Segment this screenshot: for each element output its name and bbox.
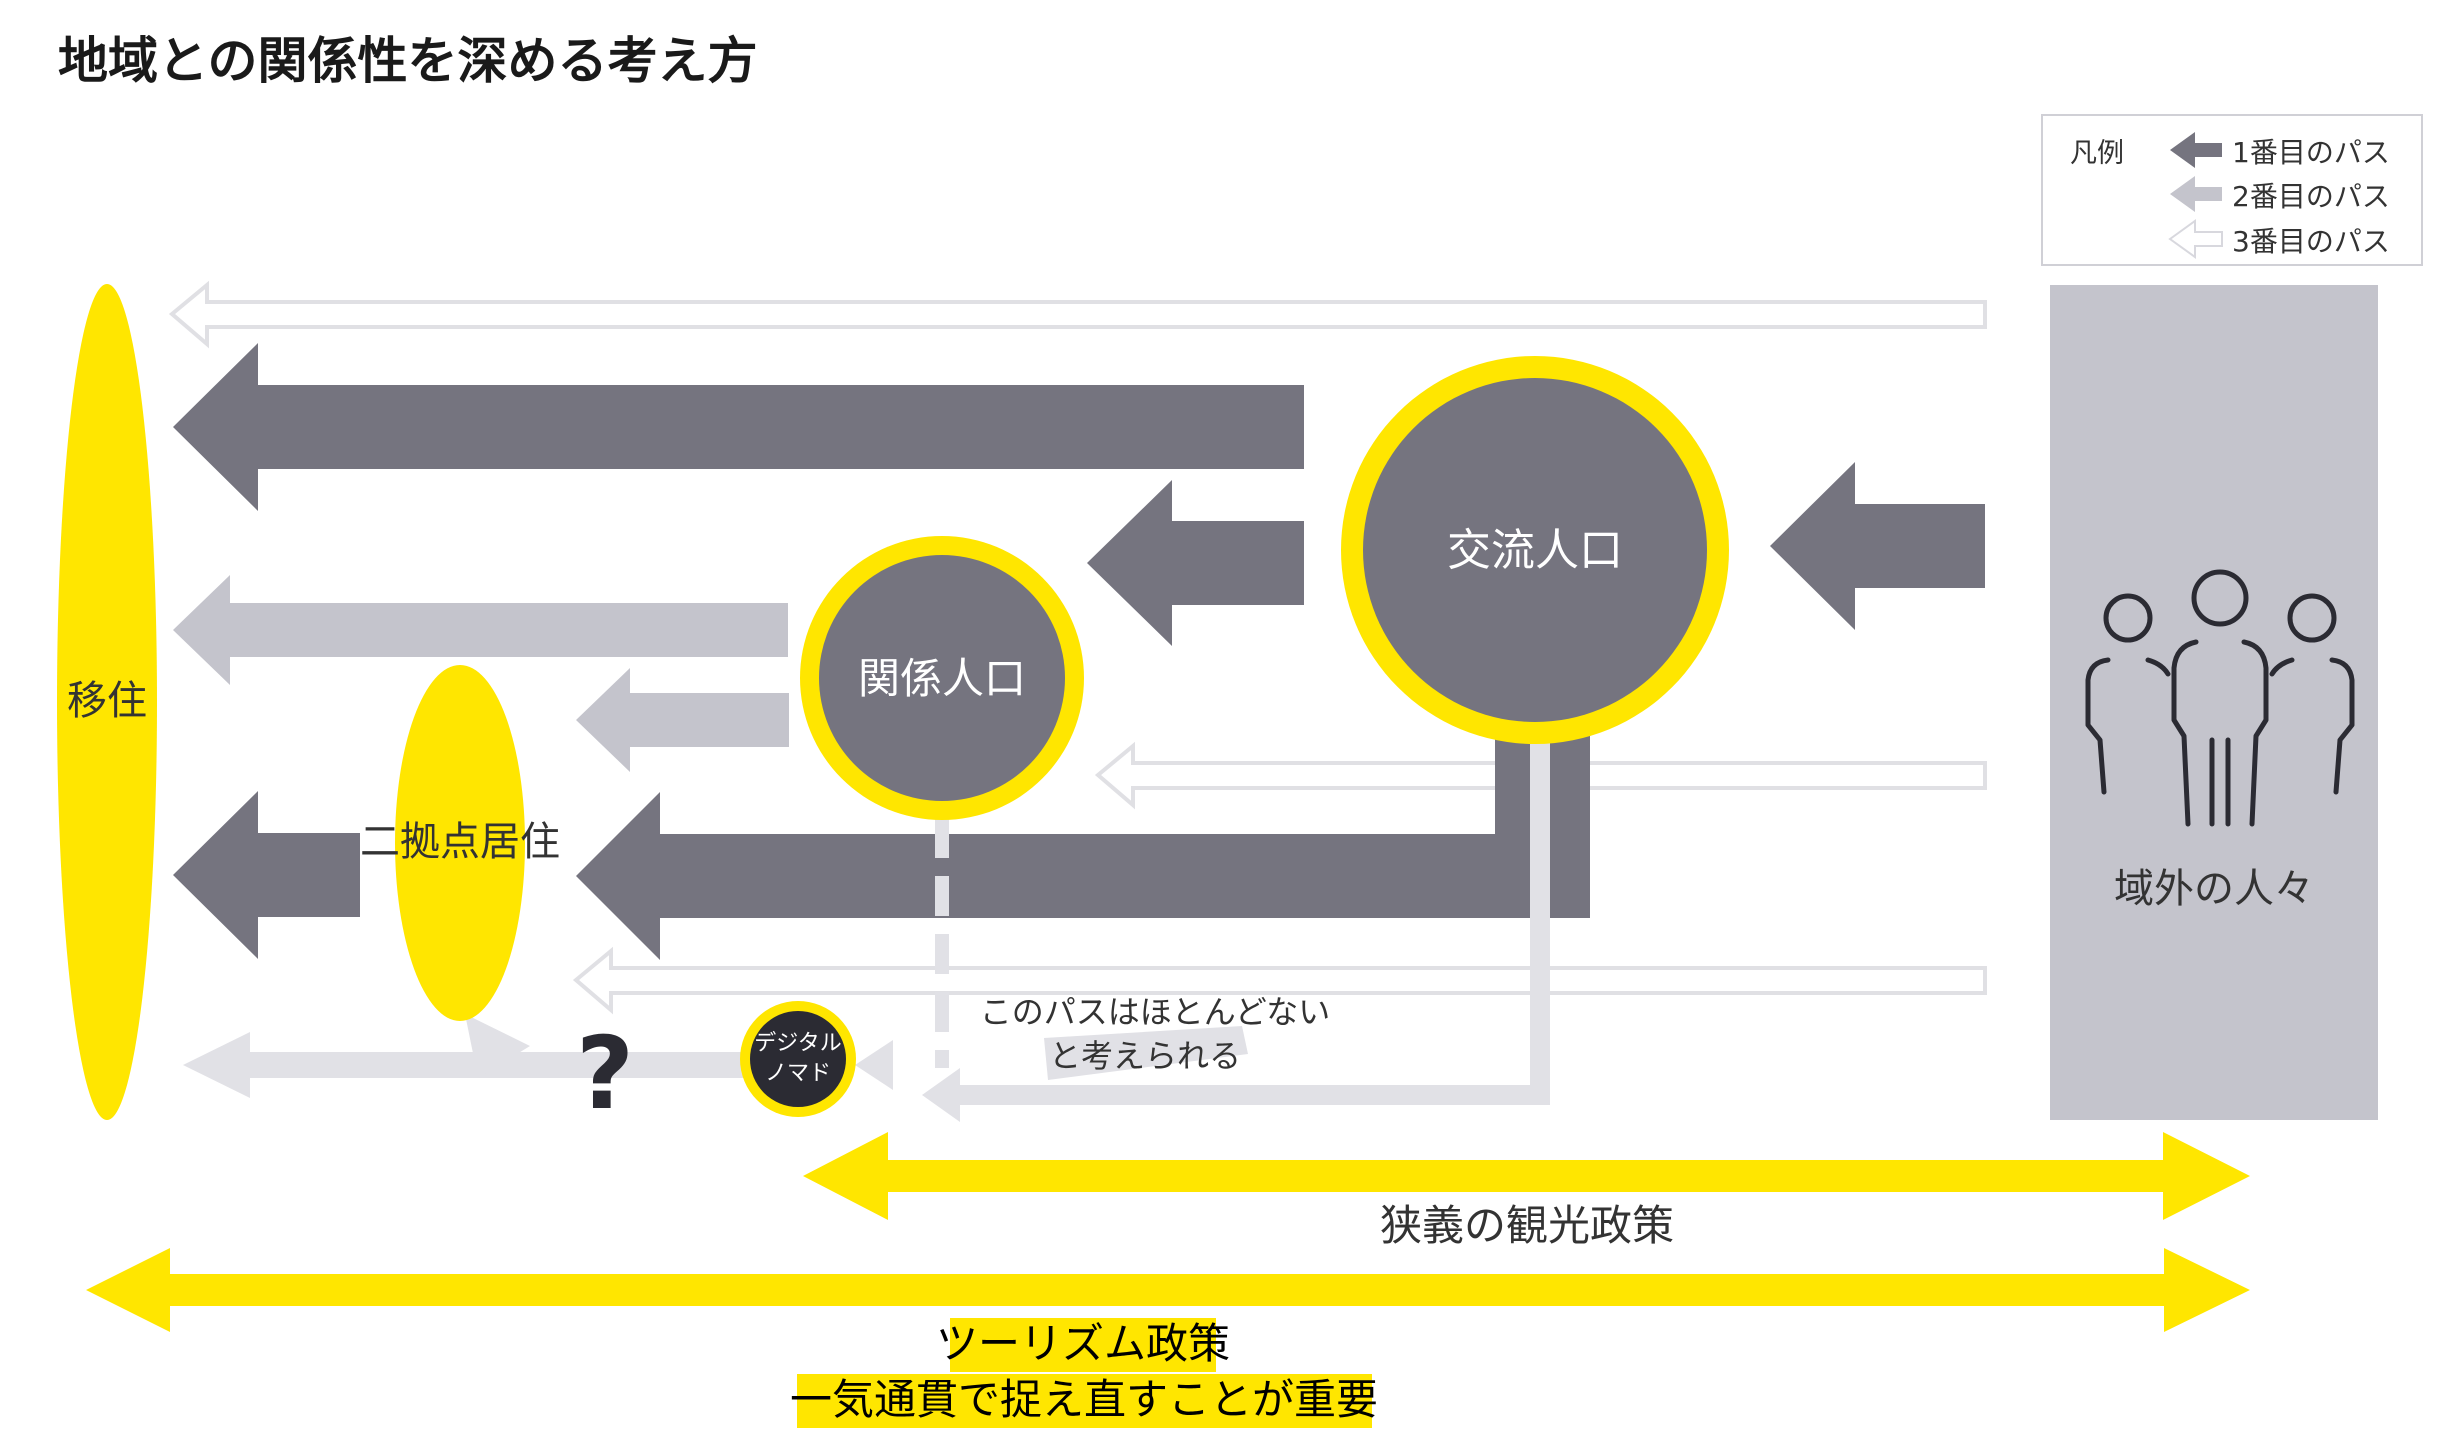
rare-path-migration-arrowhead: [183, 1032, 250, 1098]
exchange-population-node: [1363, 378, 1707, 722]
rare-path-exchange-arrowhead: [922, 1068, 960, 1122]
rare-path-exchange-to-nomad: [960, 738, 1550, 1105]
digital-nomad-label-line1: デジタル: [754, 1031, 842, 1056]
first-path-arrow-exchange-to-related: [1087, 480, 1304, 646]
legend: 凡例 1番目のパス 2番目のパス 3番目のパス: [2041, 114, 2423, 266]
legend-arrow-third-path: [2168, 219, 2223, 259]
callout-line1: このパスはほとんどない: [980, 993, 1330, 1031]
people-icon: [2085, 569, 2355, 827]
first-path-arrows: [173, 343, 1985, 960]
narrow-tourism-label: 狭義の観光政策: [1380, 1201, 1674, 1250]
first-path-arrow-outside-to-exchange: [1770, 462, 1985, 630]
legend-label-first-path: 1番目のパス: [2232, 136, 2390, 169]
second-path-arrow-dual: [576, 668, 789, 772]
first-path-arrow-dual-to-migration: [173, 791, 360, 959]
digital-nomad-node: [750, 1011, 846, 1107]
second-path-arrows: [173, 575, 789, 772]
tourism-policy-highlight-2: [797, 1374, 1372, 1428]
legend-frame: [2041, 114, 2423, 266]
legend-label-third-path: 3番目のパス: [2232, 225, 2390, 258]
related-population-node: [819, 555, 1065, 801]
third-path-arrow-top: [168, 280, 1987, 349]
digital-nomad-label-line2: ノマド: [765, 1061, 831, 1086]
outside-people-label: 域外の人々: [2114, 866, 2314, 912]
second-path-arrow-migration: [173, 575, 788, 685]
page-title: 地域との関係性を深める考え方: [58, 32, 758, 90]
third-path-arrow-dual: [572, 946, 1987, 1015]
tourism-policy-highlight-1: [950, 1318, 1216, 1372]
first-path-arrow-exchange-to-migration: [173, 343, 1304, 511]
callout-line2: と考えられる: [1049, 1037, 1241, 1075]
first-path-arrow-exchange-to-dual: [576, 730, 1590, 960]
outside-people-panel: [2050, 285, 2378, 1120]
tourism-policy-scope-arrow: [86, 1248, 2250, 1332]
legend-heading: 凡例: [2070, 138, 2124, 169]
exchange-population-label: 交流人口: [1447, 525, 1623, 576]
tourism-policy-message: 一気通貫で捉え直すことが重要: [790, 1375, 1378, 1424]
related-population-label: 関係人口: [858, 654, 1026, 703]
rare-path-related-arrowhead: [855, 1040, 893, 1090]
tourism-policy-label: ツーリズム政策: [936, 1319, 1230, 1368]
migration-node: [57, 284, 157, 1120]
rare-paths: [183, 738, 1550, 1122]
question-mark: ?: [576, 1015, 634, 1132]
legend-label-second-path: 2番目のパス: [2232, 180, 2390, 213]
rare-path-dual-branch: [465, 1014, 530, 1078]
legend-arrow-second-path: [2170, 176, 2222, 212]
narrow-tourism-scope-arrow: [803, 1132, 2250, 1220]
migration-label: 移住: [67, 678, 147, 724]
callout-pointer: [1044, 1026, 1248, 1080]
legend-arrow-first-path: [2170, 132, 2222, 168]
dual-residence-node: [395, 665, 525, 1021]
dual-residence-label: 二拠点居住: [360, 819, 560, 865]
